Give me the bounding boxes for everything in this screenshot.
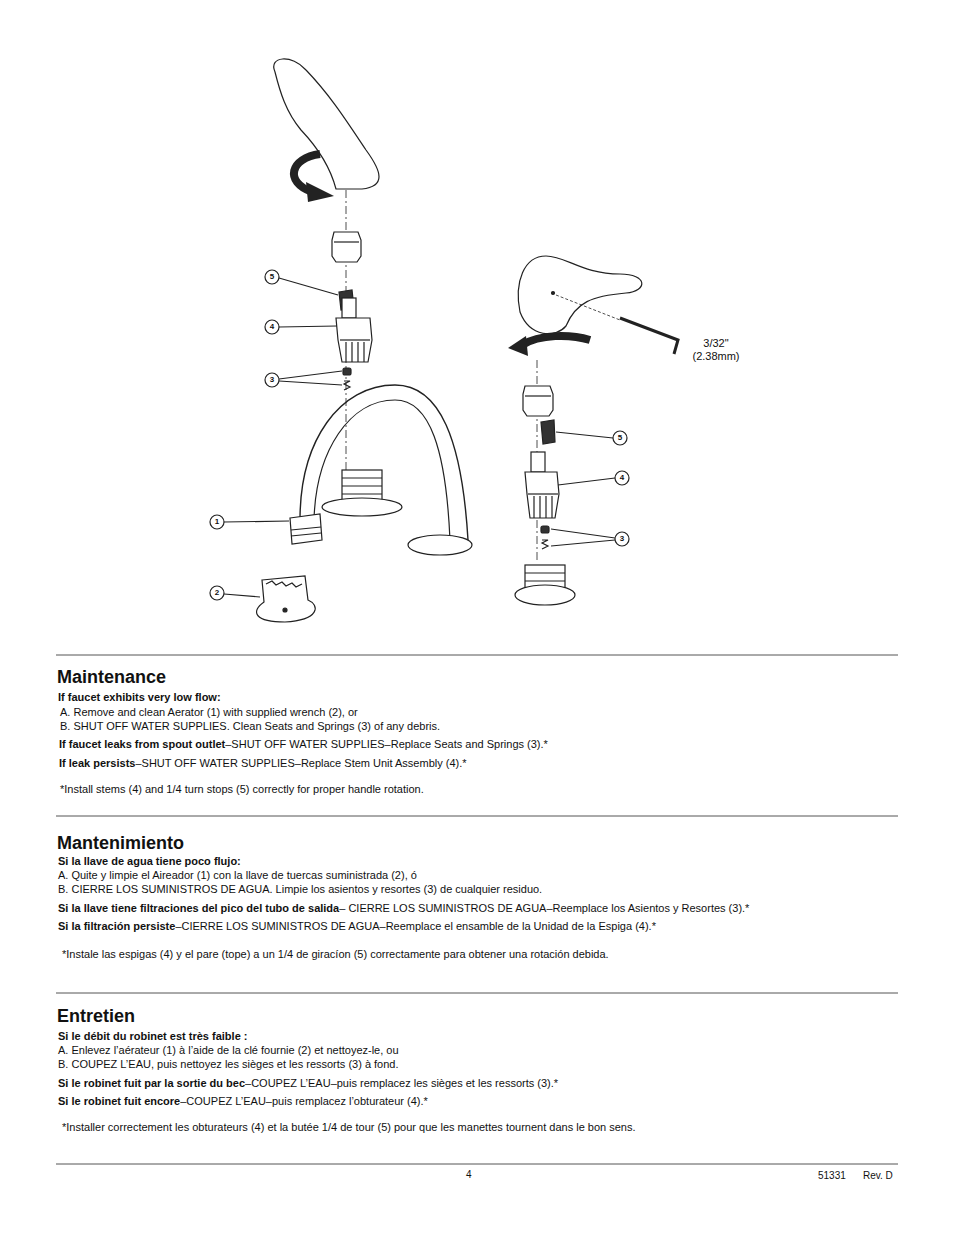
text-line: Si le débit du robinet est très faible : bbox=[58, 1030, 247, 1043]
text-line: If leak persists–SHUT OFF WATER SUPPLIES… bbox=[59, 757, 467, 770]
instruction-text: B. COUPEZ L’EAU, puis nettoyez les siège… bbox=[58, 1058, 399, 1070]
callout-number: 3 bbox=[270, 375, 274, 385]
callout-number: 5 bbox=[270, 272, 274, 282]
bold-condition: If leak persists bbox=[59, 757, 135, 769]
instruction-text: –CIERRE LOS SUMINISTROS DE AGUA–Reemplac… bbox=[175, 920, 656, 932]
callout-number: 4 bbox=[270, 322, 274, 332]
text-line: If faucet leaks from spout outlet–SHUT O… bbox=[59, 738, 548, 751]
section-heading: Mantenimiento bbox=[57, 833, 184, 855]
instruction-text: *Install stems (4) and 1/4 turn stops (5… bbox=[60, 783, 424, 795]
instruction-text: B. CIERRE LOS SUMINISTROS DE AGUA. Limpi… bbox=[58, 883, 542, 895]
text-line: A. Quite y limpie el Aireador (1) con la… bbox=[58, 869, 417, 882]
text-line: *Install stems (4) and 1/4 turn stops (5… bbox=[60, 783, 424, 796]
callout-number: 1 bbox=[215, 517, 219, 527]
text-line: B. SHUT OFF WATER SUPPLIES. Clean Seats … bbox=[60, 720, 440, 733]
callout-number: 5 bbox=[618, 433, 622, 443]
callout-number: 3 bbox=[620, 534, 624, 544]
callout-number: 2 bbox=[215, 588, 219, 598]
page-number: 4 bbox=[466, 1169, 472, 1181]
instruction-text: –SHUT OFF WATER SUPPLIES–Replace Stem Un… bbox=[135, 757, 466, 769]
instruction-text: –COUPEZ L’EAU–puis remplacez l’obturateu… bbox=[180, 1095, 428, 1107]
bold-condition: Si le robinet fuit encore bbox=[58, 1095, 180, 1107]
revision-label: Rev. D bbox=[863, 1170, 893, 1182]
instruction-text: –SHUT OFF WATER SUPPLIES–Replace Seats a… bbox=[225, 738, 548, 750]
instruction-text: – CIERRE LOS SUMINISTROS DE AGUA–Reempla… bbox=[339, 902, 749, 914]
instruction-text: A. Remove and clean Aerator (1) with sup… bbox=[60, 706, 358, 718]
instruction-text: A. Quite y limpie el Aireador (1) con la… bbox=[58, 869, 417, 881]
document-number: 51331 bbox=[818, 1170, 846, 1182]
instruction-text: A. Enlevez l’aérateur (1) à l’aide de la… bbox=[58, 1044, 399, 1056]
text-line: Si le robinet fuit par la sortie du bec–… bbox=[58, 1077, 558, 1090]
instruction-text: B. SHUT OFF WATER SUPPLIES. Clean Seats … bbox=[60, 720, 440, 732]
bold-condition: If faucet leaks from spout outlet bbox=[59, 738, 225, 750]
text-line: B. CIERRE LOS SUMINISTROS DE AGUA. Limpi… bbox=[58, 883, 542, 896]
instruction-text: *Instale las espigas (4) y el pare (tope… bbox=[62, 948, 609, 960]
text-line: If faucet exhibits very low flow: bbox=[58, 691, 221, 704]
text-line: Si la llave de agua tiene poco flujo: bbox=[58, 855, 241, 868]
text-line: *Installer correctement les obturateurs … bbox=[62, 1121, 636, 1134]
text-line: *Instale las espigas (4) y el pare (tope… bbox=[62, 948, 609, 961]
text-line: B. COUPEZ L’EAU, puis nettoyez les siège… bbox=[58, 1058, 399, 1071]
bold-condition: Si la llave tiene filtraciones del pico … bbox=[58, 902, 339, 914]
text-line: Si la llave tiene filtraciones del pico … bbox=[58, 902, 749, 915]
text-line: Si la filtración persiste–CIERRE LOS SUM… bbox=[58, 920, 656, 933]
instruction-text: –COUPEZ L’EAU–puis remplacez les sièges … bbox=[245, 1077, 558, 1089]
section-heading: Entretien bbox=[57, 1006, 135, 1028]
bold-condition: Si la llave de agua tiene poco flujo: bbox=[58, 855, 241, 867]
callout-number: 4 bbox=[620, 473, 624, 483]
section-heading: Maintenance bbox=[57, 667, 166, 689]
dimension-label: 3/32" (2.38mm) bbox=[687, 337, 745, 363]
text-line: A. Enlevez l’aérateur (1) à l’aide de la… bbox=[58, 1044, 399, 1057]
bold-condition: Si le débit du robinet est très faible : bbox=[58, 1030, 247, 1042]
text-line: A. Remove and clean Aerator (1) with sup… bbox=[60, 706, 358, 719]
bold-condition: Si la filtración persiste bbox=[58, 920, 175, 932]
instruction-text: *Installer correctement les obturateurs … bbox=[62, 1121, 636, 1133]
text-line: Si le robinet fuit encore–COUPEZ L’EAU–p… bbox=[58, 1095, 428, 1108]
bold-condition: Si le robinet fuit par la sortie du bec bbox=[58, 1077, 245, 1089]
bold-condition: If faucet exhibits very low flow: bbox=[58, 691, 221, 703]
